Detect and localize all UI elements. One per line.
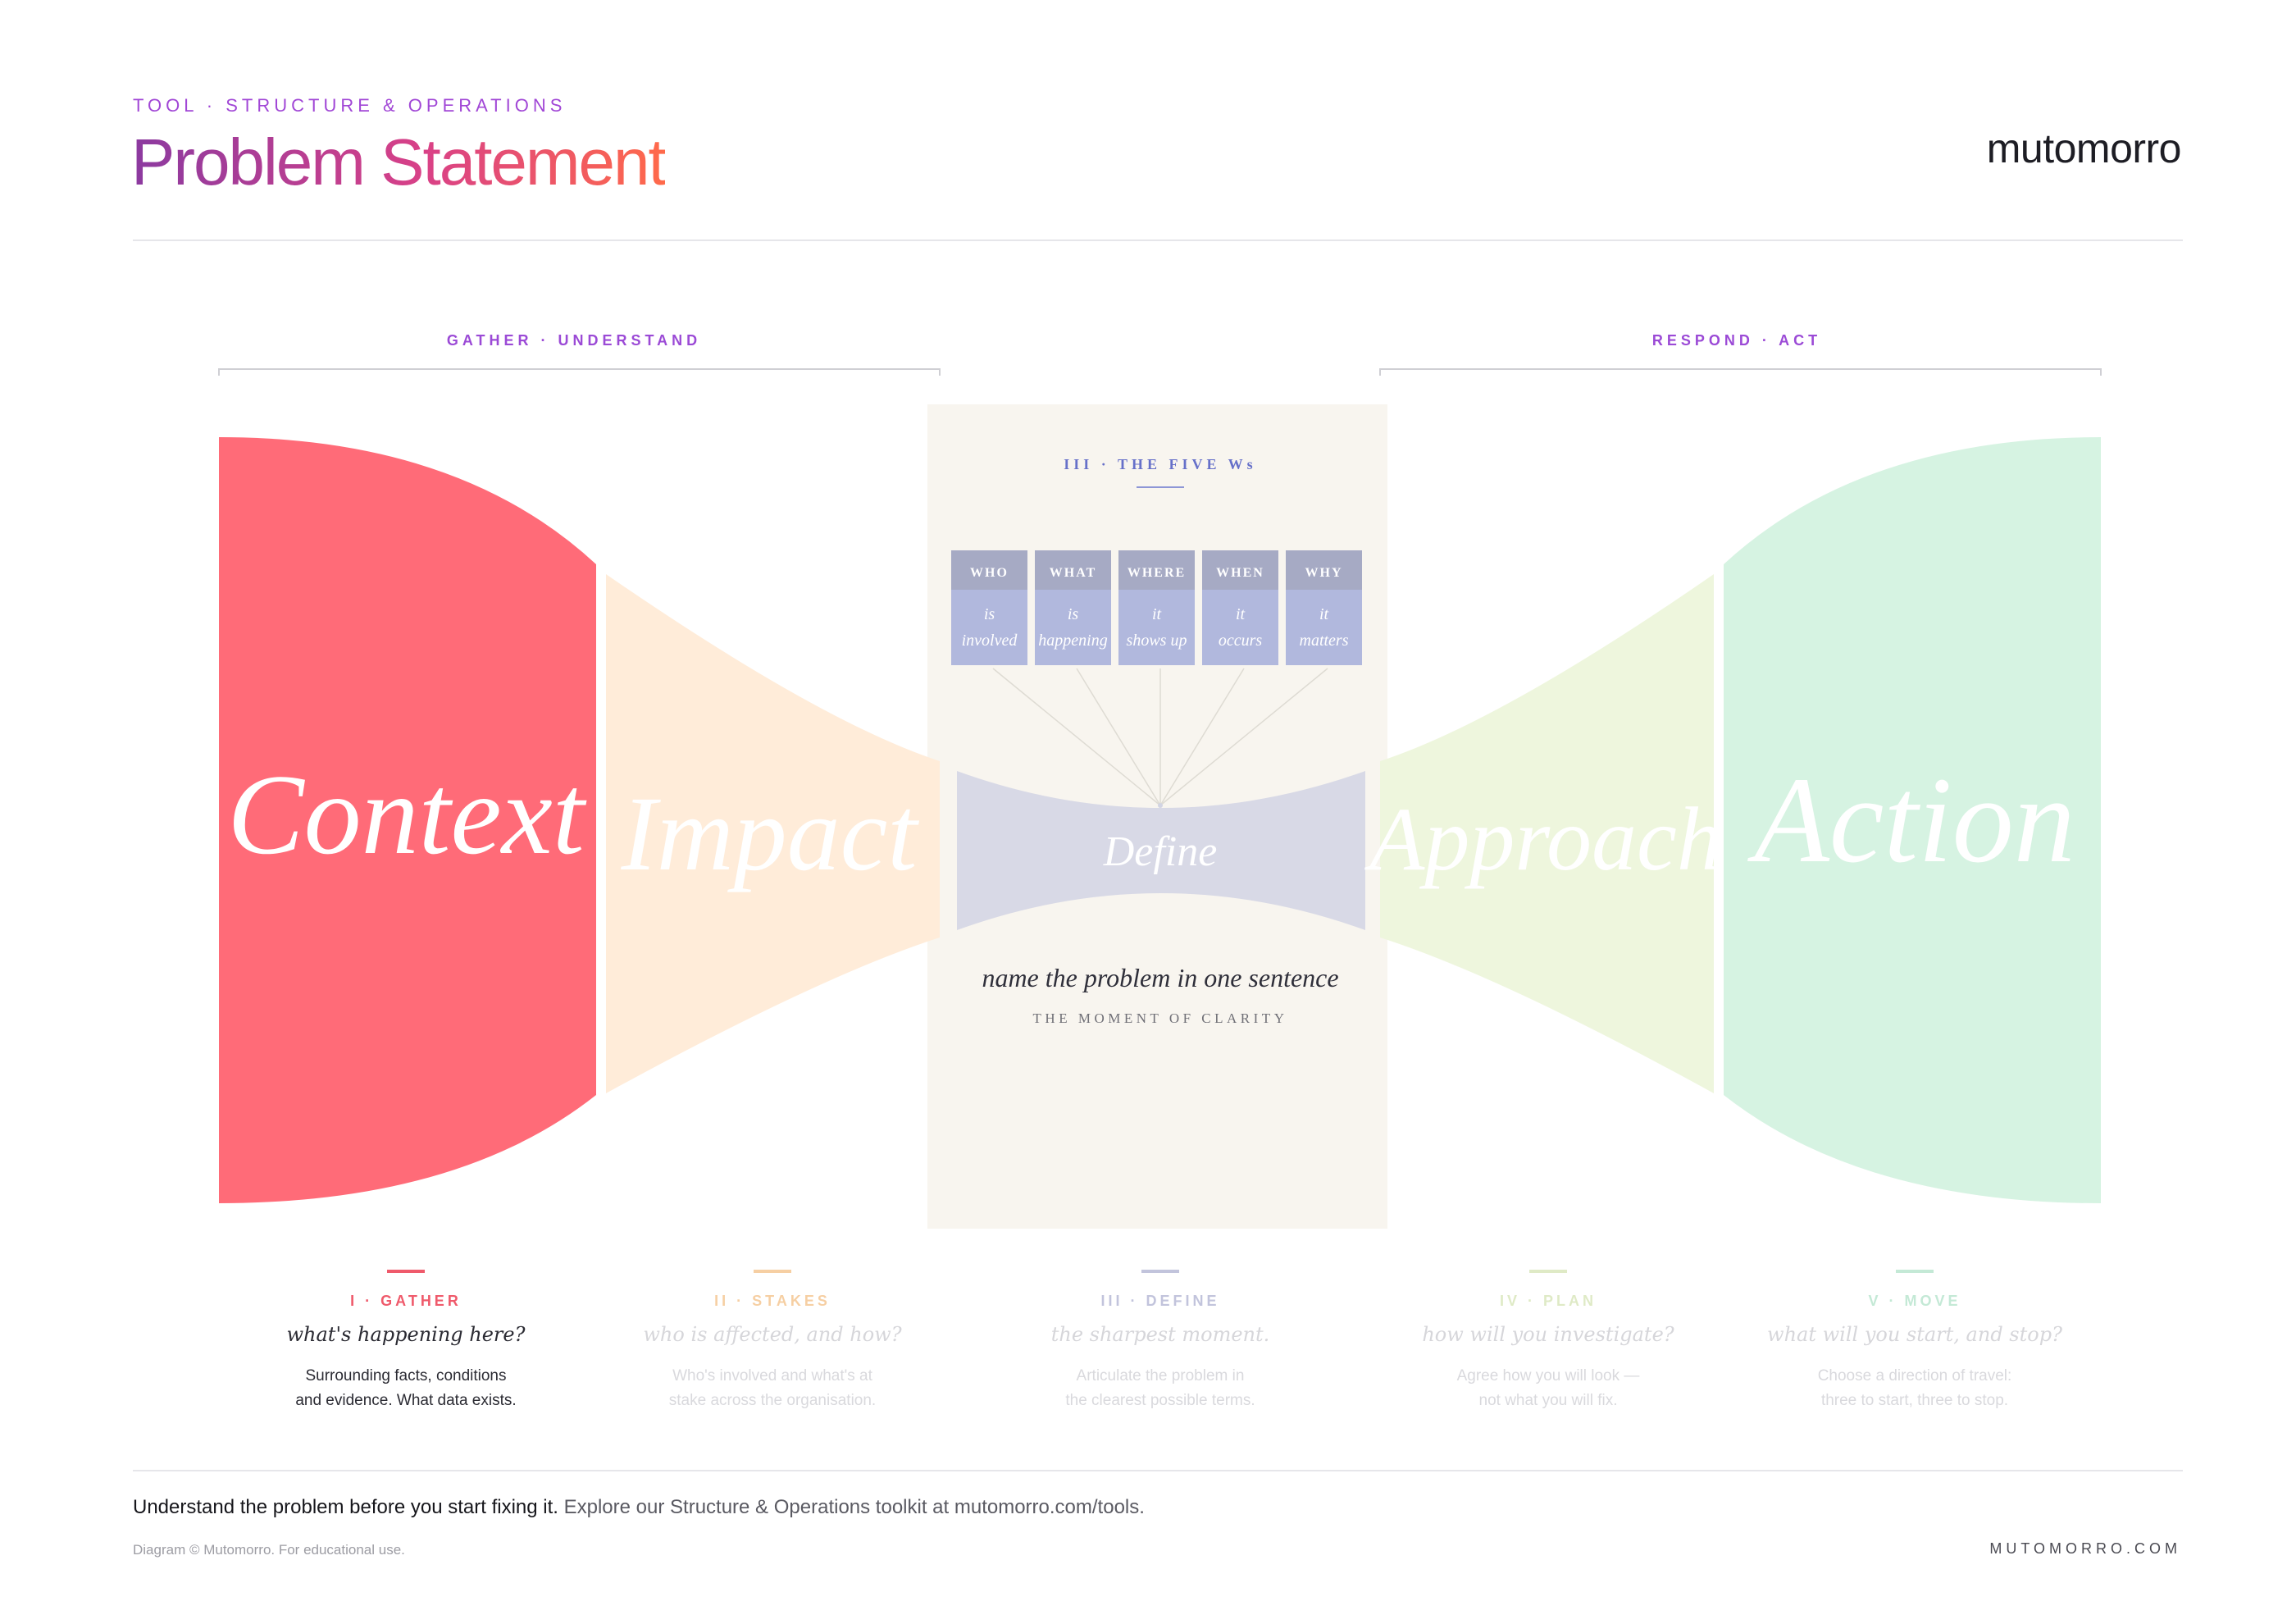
footer-cta-rest: Explore our Structure & Operations toolk…: [558, 1496, 1145, 1518]
brand-logo: mutomorro: [1986, 125, 2182, 171]
footer-site: MUTOMORRO.COM: [1989, 1540, 2181, 1557]
step-question: what will you start, and stop?: [1767, 1323, 2062, 1346]
step-description-line1: Surrounding facts, conditions: [305, 1367, 507, 1385]
step-description-line2: not what you will fix.: [1478, 1392, 1618, 1409]
five-ws-label: WHO: [970, 566, 1009, 580]
footer-cta: Understand the problem before you start …: [133, 1496, 1145, 1519]
step-description-line2: and evidence. What data exists.: [295, 1392, 517, 1409]
step-description: Who's involved and what's at stake across…: [596, 1364, 949, 1413]
step-accent-bar: [1896, 1270, 1934, 1273]
five-ws-box-what: WHAT is happening: [1035, 550, 1111, 665]
page-title: Problem Statement: [131, 125, 667, 198]
step-description-line1: Choose a direction of travel:: [1817, 1367, 2012, 1385]
step-description-line1: Agree how you will look —: [1456, 1367, 1640, 1385]
step-accent-bar: [754, 1270, 791, 1273]
phase-label-right: RESPOND · ACT: [1651, 332, 1822, 349]
five-ws-box-where: WHERE it shows up: [1118, 550, 1195, 665]
five-ws-box-header: [1286, 550, 1362, 590]
step-description-line2: three to start, three to stop.: [1820, 1392, 2009, 1409]
five-ws-label: WHEN: [1216, 566, 1264, 580]
shape-approach: [1380, 574, 1714, 1093]
step-number: IV · PLAN: [1499, 1293, 1597, 1309]
label-define: Define: [1103, 828, 1218, 875]
five-ws-box-header: [951, 550, 1027, 590]
step-description-line2: stake across the organisation.: [668, 1392, 877, 1409]
five-ws-desc-line1: it: [1236, 605, 1246, 623]
step-5: V · MOVE what will you start, and stop? Ch…: [1738, 1270, 2091, 1413]
step-description: Articulate the problem in the clearest po…: [984, 1364, 1337, 1413]
bracket-left: [218, 368, 941, 376]
phase-label-left: GATHER · UNDERSTAND: [446, 332, 702, 349]
five-ws-label: WHAT: [1050, 566, 1096, 580]
step-1: I · GATHER what's happening here? Surround…: [230, 1270, 582, 1413]
step-2: II · STAKES who is affected, and how? Who'…: [596, 1270, 949, 1413]
step-question: who is affected, and how?: [643, 1323, 902, 1346]
shape-define: [957, 771, 1365, 930]
step-description: Surrounding facts, conditions and evidenc…: [230, 1364, 582, 1413]
five-ws-desc-line2: happening: [1038, 632, 1107, 650]
footer-cta-strong: Understand the problem before you start …: [133, 1496, 558, 1518]
step-description-line1: Articulate the problem in: [1076, 1367, 1245, 1385]
five-ws-box-why: WHY it matters: [1286, 550, 1362, 665]
shape-action: [1724, 437, 2101, 1203]
define-caption: THE MOMENT OF CLARITY: [1033, 1010, 1288, 1026]
five-ws-box-body: [1118, 590, 1195, 665]
step-description: Choose a direction of travel: three to st…: [1738, 1364, 2091, 1413]
five-ws-connectors: [992, 668, 1328, 806]
five-ws-box-body: [951, 590, 1027, 665]
five-ws-desc-line2: matters: [1300, 632, 1349, 650]
five-ws-box-header: [1035, 550, 1111, 590]
footer-divider: [133, 1470, 2183, 1471]
five-ws-desc-line1: is: [1068, 605, 1079, 623]
five-ws-box-when: WHEN it occurs: [1202, 550, 1278, 665]
step-question: what's happening here?: [286, 1323, 526, 1346]
five-ws-box-who: WHO is involved: [951, 550, 1027, 665]
step-accent-bar: [387, 1270, 425, 1273]
five-ws-heading: III · THE FIVE Ws: [1064, 456, 1256, 472]
five-ws-box-header: [1202, 550, 1278, 590]
label-context: Context: [227, 751, 587, 878]
label-impact: Impact: [621, 775, 920, 893]
step-accent-bar: [1141, 1270, 1179, 1273]
step-description: Agree how you will look — not what you wi…: [1372, 1364, 1724, 1413]
bracket-right: [1379, 368, 2102, 376]
footer-copyright: Diagram © Mutomorro. For educational use…: [133, 1542, 405, 1558]
shape-context: [219, 437, 596, 1203]
define-point: [1158, 803, 1163, 808]
step-number: II · STAKES: [714, 1293, 831, 1309]
step-question: how will you investigate?: [1422, 1323, 1674, 1346]
eyebrow: TOOL · STRUCTURE & OPERATIONS: [133, 95, 567, 116]
five-ws-box-body: [1202, 590, 1278, 665]
shape-impact: [606, 574, 940, 1093]
header-divider: [133, 239, 2183, 241]
step-description-line2: the clearest possible terms.: [1065, 1392, 1255, 1409]
five-ws-box-body: [1286, 590, 1362, 665]
step-number: III · DEFINE: [1100, 1293, 1220, 1309]
five-ws-desc-line1: it: [1319, 605, 1329, 623]
step-3: III · DEFINE the sharpest moment. Articula…: [984, 1270, 1337, 1413]
five-ws-label: WHY: [1305, 566, 1343, 580]
step-number: V · MOVE: [1868, 1293, 1961, 1309]
step-4: IV · PLAN how will you investigate? Agree …: [1372, 1270, 1724, 1413]
five-ws-box-header: [1118, 550, 1195, 590]
label-approach: Approach: [1364, 789, 1722, 889]
five-ws-box-body: [1035, 590, 1111, 665]
label-action: Action: [1747, 752, 2075, 888]
five-ws-desc-line1: is: [984, 605, 995, 623]
five-ws-desc-line2: shows up: [1127, 632, 1187, 650]
step-accent-bar: [1529, 1270, 1567, 1273]
five-ws-desc-line2: involved: [962, 632, 1018, 650]
five-ws-desc-line2: occurs: [1219, 632, 1263, 650]
define-sentence: name the problem in one sentence: [982, 963, 1338, 992]
step-question: the sharpest moment.: [1050, 1323, 1270, 1346]
step-number: I · GATHER: [350, 1293, 462, 1309]
step-description-line1: Who's involved and what's at: [672, 1367, 872, 1385]
five-ws-label: WHERE: [1128, 566, 1186, 580]
five-ws-desc-line1: it: [1152, 605, 1162, 623]
five-ws-boxes: WHO is involved WHAT is happening WHERE it shows…: [951, 550, 1362, 665]
